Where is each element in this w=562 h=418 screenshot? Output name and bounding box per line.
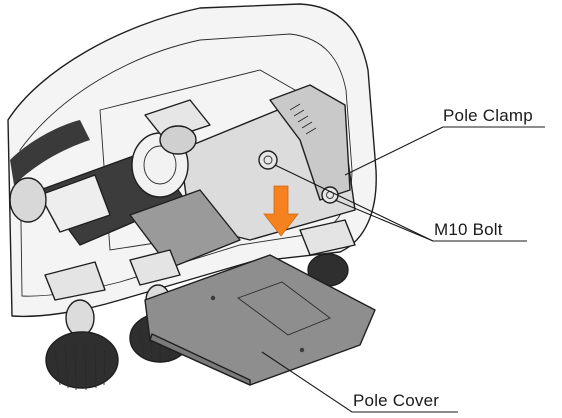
m10-bolt-label: M10 Bolt [434,220,503,239]
swivel-mount-left [10,178,46,222]
pole-cover-label: Pole Cover [353,391,439,410]
pole-clamp-label: Pole Clamp [443,106,533,125]
